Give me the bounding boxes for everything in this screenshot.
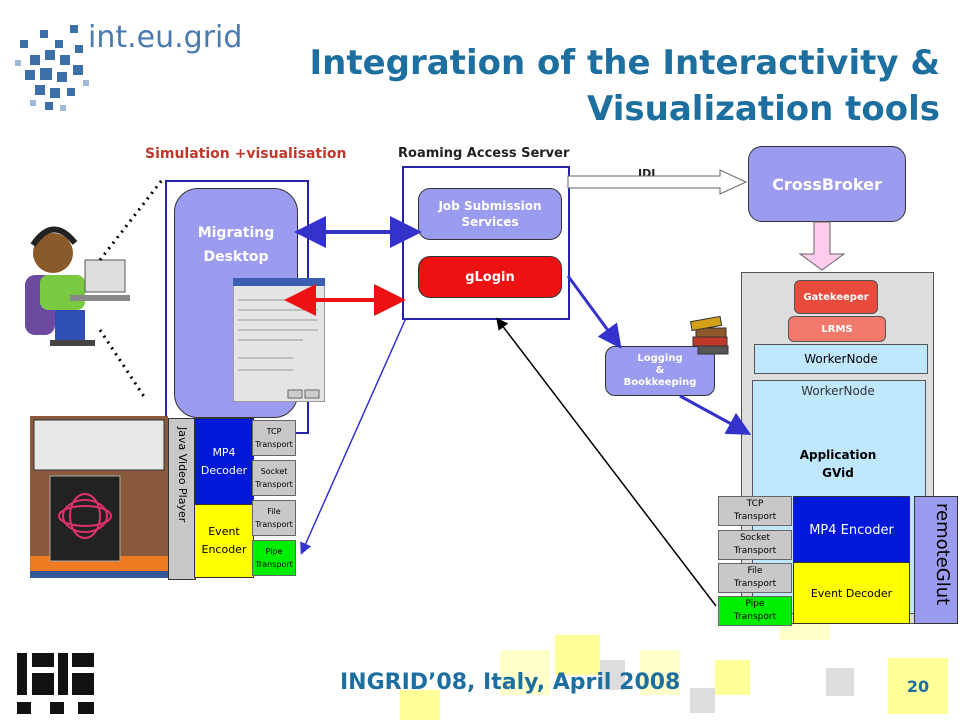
right-file-transport-box: File Transport [718, 563, 792, 593]
remoteglut-box: remoteGlut [914, 496, 958, 624]
logging-line-1: Logging [637, 353, 683, 364]
left-pipe-line-2: Transport [255, 560, 293, 569]
intEUgrid-logo-icon [15, 25, 89, 111]
footer-conference: INGRID’08, Italy, April 2008 [340, 670, 681, 695]
left-mp4-decoder-box: MP4 Decoder [194, 418, 254, 506]
logo-text: int.eu.grid [88, 20, 243, 55]
left-event-line-1: Event [208, 525, 240, 538]
logging-line-2: & [655, 365, 665, 376]
lrms-box: LRMS [788, 316, 886, 342]
title-line-2: Visualization tools [587, 89, 940, 129]
right-pipe-line-1: Pipe [745, 599, 765, 609]
job-submission-box: Job Submission Services [418, 188, 562, 240]
right-tcp-transport-box: TCP Transport [718, 496, 792, 526]
job-submission-line-2: Services [461, 215, 519, 229]
title-line-1: Integration of the Interactivity & [309, 43, 940, 83]
page-number: 20 [888, 658, 948, 714]
crossbroker-box: CrossBroker [748, 146, 906, 222]
workernode-main-label: WorkerNode [801, 384, 875, 398]
right-file-line-2: Transport [733, 579, 777, 589]
job-submission-line-1: Job Submission [438, 199, 542, 213]
left-pipe-line-1: Pipe [265, 547, 283, 556]
right-mp4-encoder-box: MP4 Encoder [793, 496, 910, 564]
right-tcp-line-2: Transport [733, 512, 777, 522]
workernode-top-box: WorkerNode [754, 344, 928, 374]
right-socket-transport-box: Socket Transport [718, 530, 792, 560]
visualisation-screenshot-icon [30, 416, 168, 578]
glogin-box: gLogin [418, 256, 562, 298]
right-pipe-line-2: Transport [733, 612, 777, 622]
gatekeeper-box: Gatekeeper [794, 280, 878, 314]
left-tcp-line-1: TCP [266, 427, 282, 436]
left-mp4-line-1: MP4 [212, 446, 236, 459]
migrating-line-2: Desktop [203, 249, 269, 265]
left-tcp-transport-box: TCP Transport [252, 420, 296, 456]
right-file-line-1: File [747, 566, 763, 576]
page-title: Integration of the Interactivity & Visua… [250, 40, 940, 132]
lip-logo-icon [17, 653, 94, 714]
migrating-line-1: Migrating [197, 225, 275, 241]
jdl-label: JDL [638, 167, 659, 180]
java-video-player-box: Java Video Player [168, 418, 196, 580]
user-at-computer-icon [25, 226, 130, 346]
left-tcp-line-2: Transport [255, 440, 293, 449]
right-pipe-transport-box: Pipe Transport [718, 596, 792, 626]
ras-label: Roaming Access Server [398, 146, 570, 161]
application-line-2: GVid [822, 466, 854, 480]
dotted-lines [98, 179, 164, 399]
right-event-decoder-box: Event Decoder [793, 562, 910, 624]
left-pipe-transport-box: Pipe Transport [252, 540, 296, 576]
application-line-1: Application [799, 448, 877, 462]
left-socket-line-1: Socket [260, 467, 288, 476]
left-socket-line-2: Transport [255, 480, 293, 489]
left-mp4-line-2: Decoder [200, 464, 248, 477]
simulation-label: Simulation +visualisation [145, 146, 347, 162]
left-socket-transport-box: Socket Transport [252, 460, 296, 496]
left-event-line-2: Encoder [201, 543, 247, 556]
left-file-transport-box: File Transport [252, 500, 296, 536]
workernode-top-label: WorkerNode [804, 352, 878, 366]
java-video-player-label: Java Video Player [176, 427, 189, 523]
left-file-line-2: Transport [255, 520, 293, 529]
logging-line-3: Bookkeeping [623, 377, 697, 388]
right-tcp-line-1: TCP [746, 499, 764, 509]
application-label: Application GVid [752, 446, 924, 482]
books-icon [689, 315, 729, 355]
right-socket-line-1: Socket [739, 533, 771, 543]
wizard-screenshot-icon [233, 278, 325, 402]
left-file-line-1: File [267, 507, 281, 516]
left-event-encoder-box: Event Encoder [194, 504, 254, 578]
remoteglut-label: remoteGlut [932, 503, 953, 606]
right-socket-line-2: Transport [733, 546, 777, 556]
